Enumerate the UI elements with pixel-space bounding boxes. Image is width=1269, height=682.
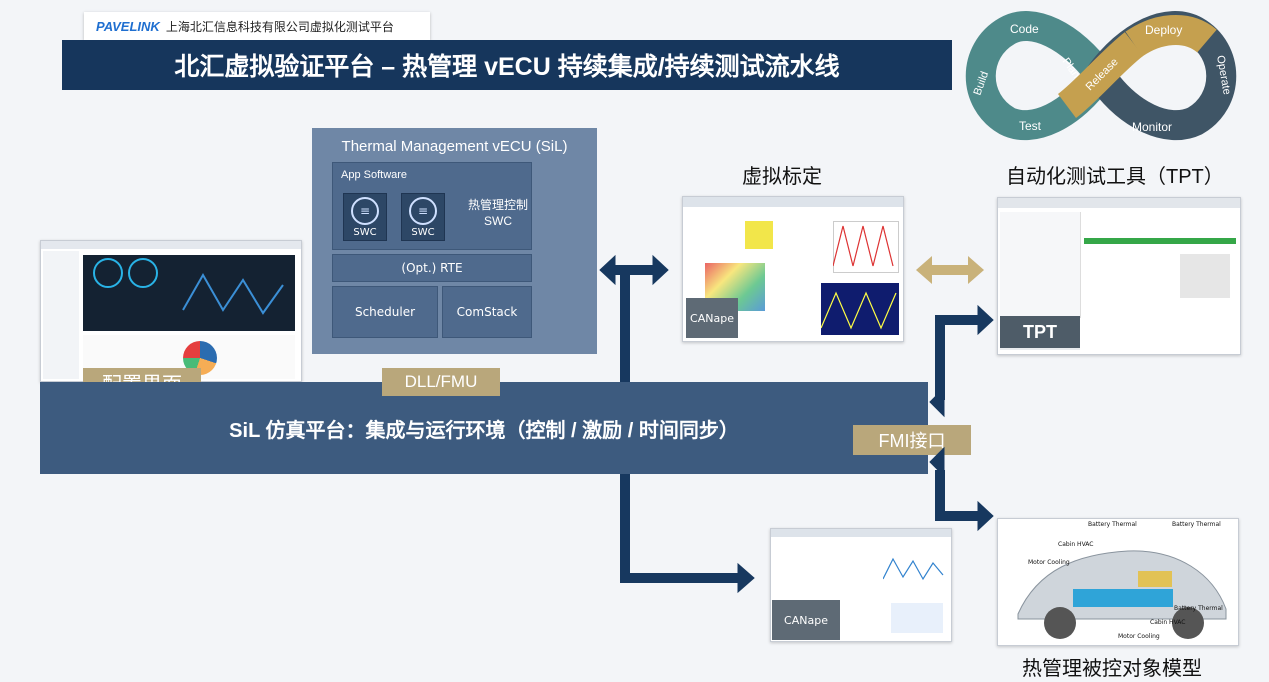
car-label-5: Battery Thermal xyxy=(1174,605,1223,612)
car-label-2: Battery Thermal xyxy=(1172,521,1221,528)
devops-monitor: Monitor xyxy=(1132,120,1172,134)
app-software-label: App Software xyxy=(341,169,408,181)
plant-model-label: 热管理被控对象模型 xyxy=(1022,658,1202,680)
app-software-block: App Software ≡ SWC ≡ SWC 热管理控制 SWC xyxy=(332,162,532,250)
tpt-logo: TPT xyxy=(1000,316,1080,348)
pavelink-logo: PAVELINK xyxy=(96,18,160,34)
vecu-block: Thermal Management vECU (SiL) App Softwa… xyxy=(312,128,597,354)
virtual-calibration-label: 虚拟标定 xyxy=(742,166,822,188)
swc-label-2: SWC xyxy=(411,227,435,238)
fmi-interface-label: FMI接口 xyxy=(853,425,971,455)
comstack-block: ComStack xyxy=(442,286,532,338)
swc-icon: ≡ xyxy=(409,197,437,225)
car-label-4: Motor Cooling xyxy=(1028,559,1070,566)
devops-code: Code xyxy=(1010,22,1039,36)
vecu-title: Thermal Management vECU (SiL) xyxy=(341,138,568,155)
thermal-control-label: 热管理控制 xyxy=(467,198,528,212)
plant-model-image: Battery Thermal Battery Thermal Cabin HV… xyxy=(997,518,1239,646)
devops-test: Test xyxy=(1019,119,1042,133)
swc-block-2: ≡ SWC xyxy=(401,193,445,241)
page-title: 北汇虚拟验证平台 – 热管理 vECU 持续集成/持续测试流水线 xyxy=(62,40,952,90)
car-label-7: Motor Cooling xyxy=(1118,633,1160,640)
company-name: 上海北汇信息科技有限公司虚拟化测试平台 xyxy=(165,19,394,34)
dll-fmu-label: DLL/FMU xyxy=(382,368,500,396)
swc-block-1: ≡ SWC xyxy=(343,193,387,241)
canape-label-top: CANape xyxy=(686,298,738,338)
car-label-1: Battery Thermal xyxy=(1088,521,1137,528)
car-label-3: Cabin HVAC xyxy=(1058,541,1094,548)
car-label-6: Cabin HVAC xyxy=(1150,619,1186,626)
devops-deploy: Deploy xyxy=(1145,23,1182,37)
canape-label-bottom: CANape xyxy=(772,600,840,640)
thermal-control-swc: 热管理控制 SWC xyxy=(463,197,533,229)
swc-label-1: SWC xyxy=(353,227,377,238)
rte-block: (Opt.) RTE xyxy=(332,254,532,282)
scheduler-block: Scheduler xyxy=(332,286,438,338)
logo-bar: PAVELINK 上海北汇信息科技有限公司虚拟化测试平台 xyxy=(84,12,430,40)
sil-platform-bar: SiL 仿真平台：集成与运行环境（控制 / 激励 / 时间同步） xyxy=(40,382,928,474)
swc-icon: ≡ xyxy=(351,197,379,225)
devops-loop-graphic: Code Plan Build Test Release Deploy Oper… xyxy=(965,11,1237,141)
thermal-control-swc-label: SWC xyxy=(484,214,512,228)
auto-test-tool-label: 自动化测试工具（TPT） xyxy=(1006,166,1224,188)
